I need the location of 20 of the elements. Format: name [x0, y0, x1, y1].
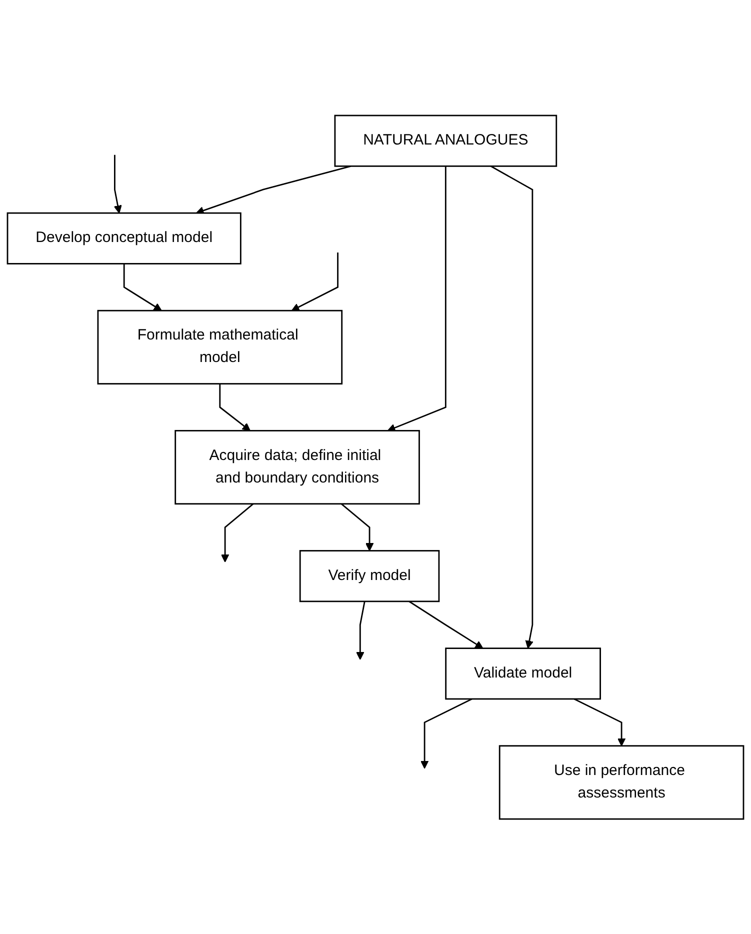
arrow — [356, 601, 366, 660]
arrow — [114, 154, 122, 214]
arrow — [196, 165, 352, 214]
arrow — [123, 263, 162, 311]
arrow — [420, 698, 472, 768]
node-box: Verify model — [299, 550, 440, 602]
arrow — [340, 503, 374, 551]
arrow — [387, 166, 446, 432]
node-box: Use in performance assessments — [498, 744, 744, 820]
node-box: NATURAL ANALOGUES — [334, 114, 558, 167]
arrow — [574, 698, 626, 746]
node-box: Formulate mathematical model — [97, 310, 343, 384]
node-box: Acquire data; define initial and boundary conditions — [174, 430, 420, 504]
node-box: Validate model — [445, 647, 601, 700]
node-box: Develop conceptual model — [6, 212, 242, 264]
arrow — [220, 503, 254, 562]
arrow — [408, 600, 484, 648]
arrow — [219, 384, 250, 431]
arrow — [490, 165, 534, 648]
arrow — [291, 252, 338, 311]
